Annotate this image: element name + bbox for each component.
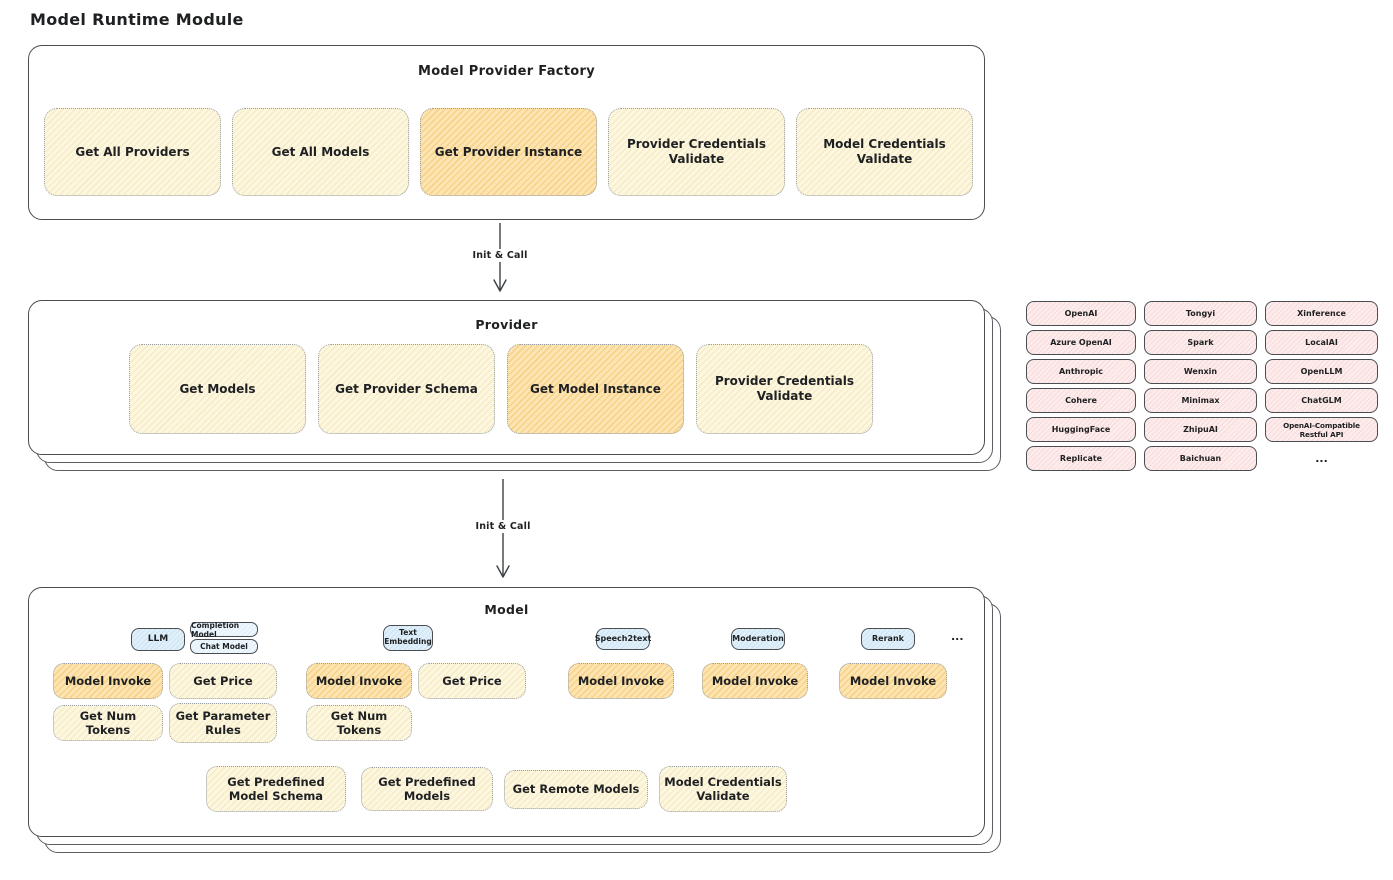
- node-model-credentials-validate: Model Credentials Validate: [796, 108, 973, 196]
- provider-chip-openllm: OpenLLM: [1265, 359, 1378, 384]
- provider-chip-replicate: Replicate: [1026, 446, 1136, 471]
- node-get-num-tokens-embedding: Get Num Tokens: [306, 705, 412, 741]
- node-model-invoke-moderation: Model Invoke: [702, 663, 808, 699]
- chip-moderation: Moderation: [731, 628, 785, 650]
- provider-chip-huggingface: HuggingFace: [1026, 417, 1136, 442]
- provider-chip-openai: OpenAI: [1026, 301, 1136, 326]
- provider-chip-azure-openai: Azure OpenAI: [1026, 330, 1136, 355]
- provider-list: OpenAI Tongyi Xinference Azure OpenAI Sp…: [1026, 301, 1378, 471]
- provider-title: Provider: [475, 317, 538, 332]
- node-get-num-tokens-llm: Get Num Tokens: [53, 705, 163, 741]
- provider-chip-localai: LocalAI: [1265, 330, 1378, 355]
- node-provider-credentials-validate-2: Provider Credentials Validate: [696, 344, 873, 434]
- arrow-label-init-call-1: Init & Call: [463, 249, 537, 262]
- provider-chip-zhipuai: ZhipuAI: [1144, 417, 1257, 442]
- node-get-models: Get Models: [129, 344, 306, 434]
- node-get-predefined-models: Get Predefined Models: [361, 767, 493, 811]
- provider-chip-spark: Spark: [1144, 330, 1257, 355]
- node-model-invoke-embedding: Model Invoke: [306, 663, 412, 699]
- chip-speech2text: Speech2text: [595, 628, 651, 650]
- node-get-parameter-rules: Get Parameter Rules: [169, 703, 277, 743]
- node-model-invoke-rerank: Model Invoke: [839, 663, 947, 699]
- node-get-all-providers: Get All Providers: [44, 108, 221, 196]
- node-get-all-models: Get All Models: [232, 108, 409, 196]
- node-get-price-llm: Get Price: [169, 663, 277, 699]
- node-get-price-embedding: Get Price: [418, 663, 526, 699]
- factory-title: Model Provider Factory: [417, 64, 596, 79]
- model-types-more: ...: [951, 630, 964, 643]
- chip-llm: LLM: [131, 628, 185, 651]
- chip-text-embedding: Text Embedding: [383, 625, 433, 651]
- provider-chip-cohere: Cohere: [1026, 388, 1136, 413]
- model-title: Model: [484, 602, 529, 617]
- provider-chip-minimax: Minimax: [1144, 388, 1257, 413]
- model-box: Model LLM Completion Model Chat Model Te…: [28, 587, 985, 837]
- provider-chip-openai-compatible: OpenAI-Compatible Restful API: [1265, 417, 1378, 442]
- provider-chip-tongyi: Tongyi: [1144, 301, 1257, 326]
- provider-chip-chatglm: ChatGLM: [1265, 388, 1378, 413]
- node-get-provider-instance: Get Provider Instance: [420, 108, 597, 196]
- arrow-label-init-call-2: Init & Call: [466, 520, 540, 533]
- chip-completion-model: Completion Model: [190, 621, 258, 639]
- provider-chip-anthropic: Anthropic: [1026, 359, 1136, 384]
- provider-list-more: ...: [1315, 452, 1328, 465]
- node-get-model-instance: Get Model Instance: [507, 344, 684, 434]
- node-get-provider-schema: Get Provider Schema: [318, 344, 495, 434]
- provider-chip-wenxin: Wenxin: [1144, 359, 1257, 384]
- factory-box: Model Provider Factory Get All Providers…: [28, 45, 985, 220]
- provider-chip-baichuan: Baichuan: [1144, 446, 1257, 471]
- provider-chip-xinference: Xinference: [1265, 301, 1378, 326]
- provider-box: Provider Get Models Get Provider Schema …: [28, 300, 985, 455]
- node-provider-credentials-validate: Provider Credentials Validate: [608, 108, 785, 196]
- node-model-credentials-validate-2: Model Credentials Validate: [659, 766, 787, 812]
- node-model-invoke-llm: Model Invoke: [53, 663, 163, 699]
- page-title: Model Runtime Module: [30, 10, 244, 29]
- node-get-predefined-model-schema: Get Predefined Model Schema: [206, 766, 346, 812]
- node-get-remote-models: Get Remote Models: [504, 770, 648, 809]
- node-model-invoke-speech2text: Model Invoke: [568, 663, 674, 699]
- chip-chat-model: Chat Model: [190, 639, 258, 654]
- chip-rerank: Rerank: [861, 628, 915, 650]
